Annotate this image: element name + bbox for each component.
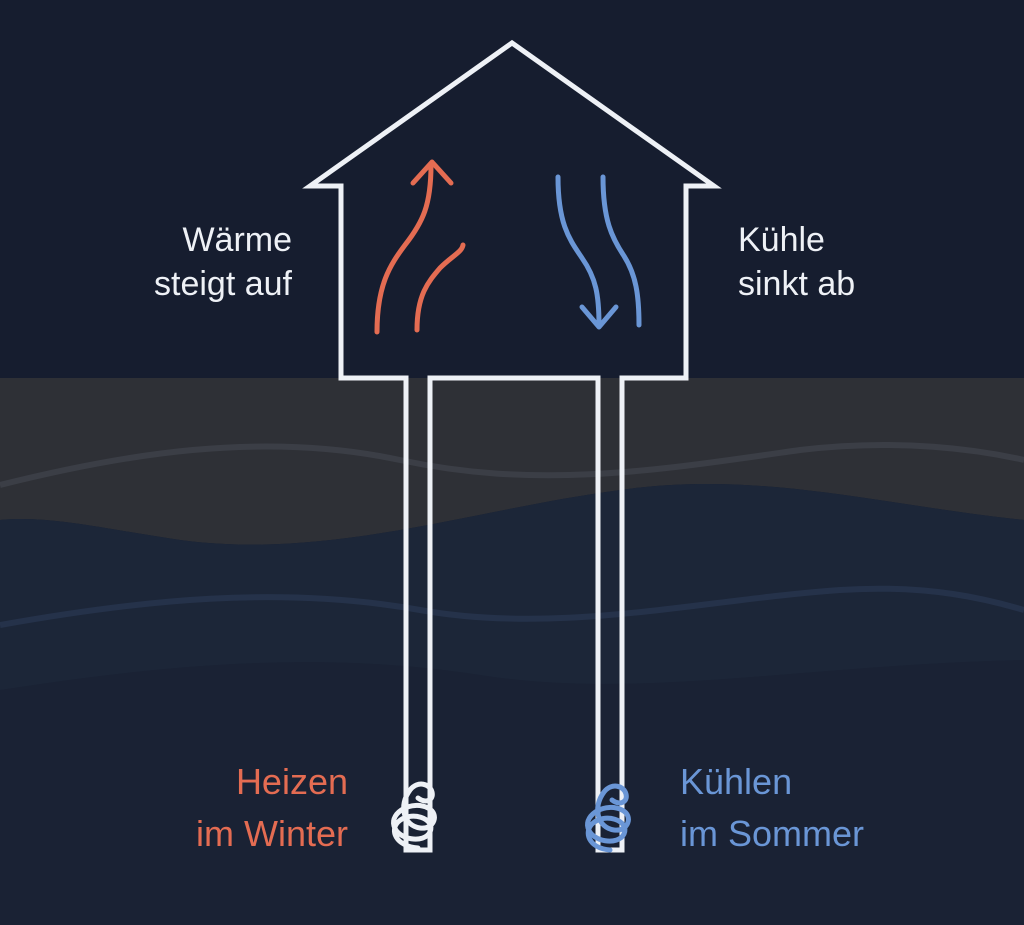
label-warm-rises-line2: steigt auf [154,265,292,303]
label-cool-sinks: Kühle sinkt ab [738,218,855,306]
label-cooling-line2: im Sommer [680,813,865,854]
label-heating-line2: im Winter [196,813,348,854]
cool-air-flow [600,174,642,328]
label-cooling-summer: Kühlen im Sommer [680,756,864,860]
label-heating-winter: Heizen im Winter [150,756,348,860]
label-cool-sinks-line2: sinkt ab [738,265,856,303]
soil-wave-middle [0,585,1024,628]
house-outline [302,39,722,853]
warm-air-arrow [374,162,434,335]
warm-air-arrowhead [410,159,454,186]
soil-layer-top [0,378,1024,545]
label-heating-line1: Heizen [235,761,348,802]
cooling-coil-icon [585,783,631,853]
cool-air-arrowhead [579,304,619,330]
label-cooling-line1: Kühlen [680,761,793,802]
label-cool-sinks-line1: Kühle [738,221,825,259]
cool-air-arrow [555,174,602,328]
heating-coil-icon [391,781,437,851]
soil-wave-top [0,441,1024,488]
label-warm-rises: Wärme steigt auf [120,218,292,306]
warm-air-flow [414,242,466,333]
soil-wave-lower [0,660,1024,925]
label-warm-rises-line1: Wärme [182,221,292,259]
